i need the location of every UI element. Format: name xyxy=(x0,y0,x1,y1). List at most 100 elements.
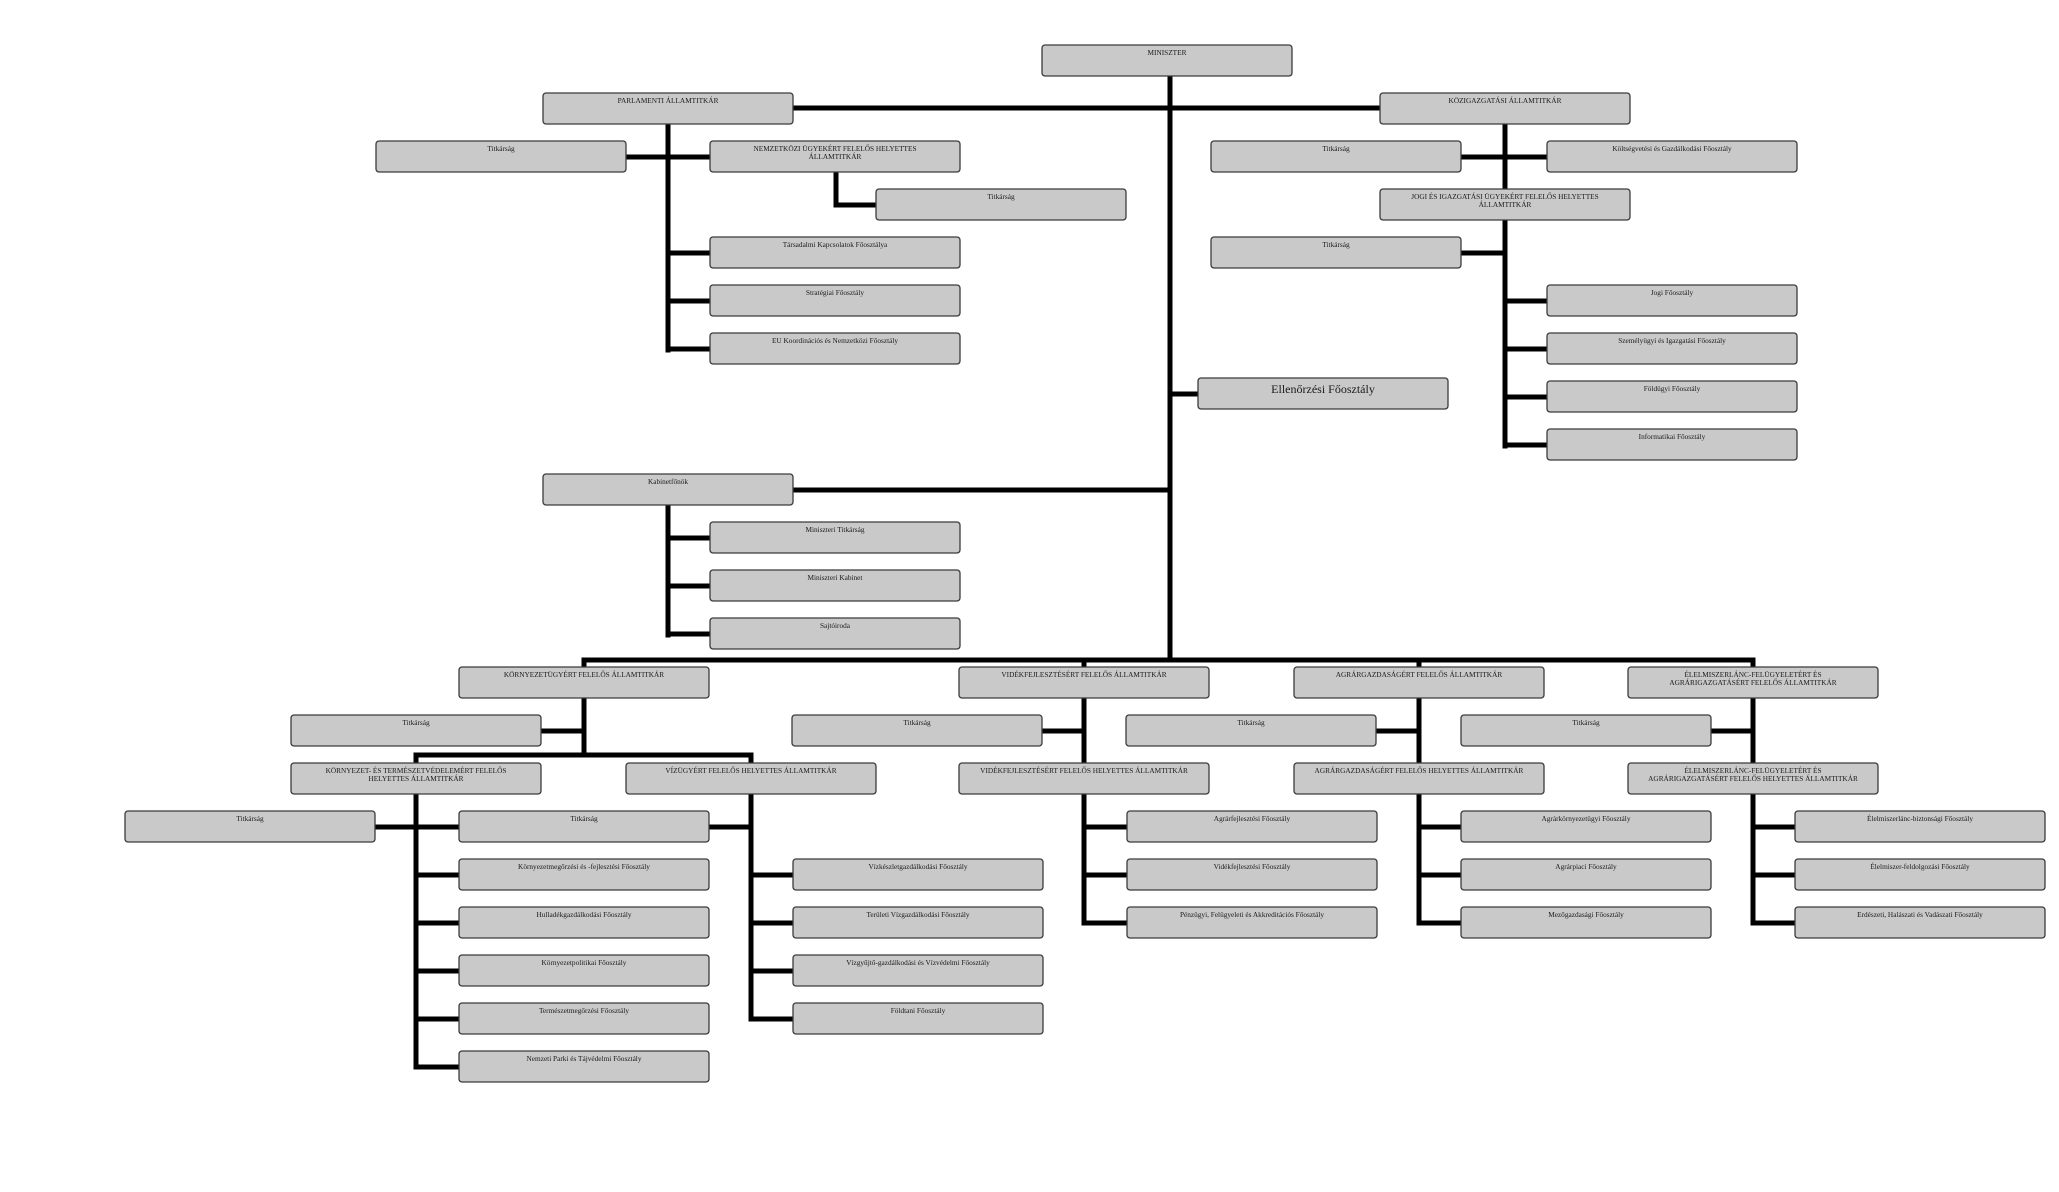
org-box-kozig-titkarsag: Titkárság xyxy=(1210,140,1462,173)
org-box-label: Agrárpiaci Főosztály xyxy=(1555,862,1617,871)
org-box-label: Nemzeti Parki és Tájvédelmi Főosztály xyxy=(527,1054,642,1063)
org-box-erdeszeti: Erdészeti, Halászati és Vadászati Főoszt… xyxy=(1794,906,2046,939)
org-box-label: Miniszteri Kabinet xyxy=(808,573,863,582)
org-box-label: Miniszteri Titkárság xyxy=(806,525,865,534)
org-box-vizugy-h: VÍZÜGYÉRT FELELŐS HELYETTES ÁLLAMTITKÁR xyxy=(625,762,877,795)
org-box-label: Jogi Főosztály xyxy=(1651,288,1694,297)
org-box-kh-titkarsag-left: Titkárság xyxy=(124,810,376,843)
org-box-kornyezet-h: KÖRNYEZET- ÉS TERMÉSZETVÉDELEMÉRT FELELŐ… xyxy=(290,762,542,795)
org-box-label: Társadalmi Kapcsolatok Főosztálya xyxy=(783,240,888,249)
org-box-frame xyxy=(458,906,710,939)
org-box-informatikai: Informatikai Főosztály xyxy=(1546,428,1798,461)
org-box-frame xyxy=(1210,236,1462,269)
org-box-label: Környezetpolitikai Főosztály xyxy=(542,958,627,967)
org-box-kabinetfonok: Kabinetfőnök xyxy=(542,473,794,506)
org-box-parl-titkarsag: Titkárság xyxy=(375,140,627,173)
org-box-korny-titkarsag: Titkárság xyxy=(290,714,542,747)
org-box-label: NEMZETKÖZI ÜGYEKÉRT FELELŐS HELYETTES xyxy=(753,143,916,153)
org-box-label: Környezetmegőrzési és -fejlesztési Főosz… xyxy=(518,862,650,871)
org-box-frame xyxy=(1125,714,1377,747)
org-box-label: AGRÁRIGAZGATÁSÉRT FELELŐS ÁLLAMTITKÁR xyxy=(1669,677,1836,687)
org-box-label: Természetmegőrzési Főosztály xyxy=(539,1006,629,1015)
org-box-label: AGRÁRGAZDASÁGÉRT FELELŐS HELYETTES ÁLLAM… xyxy=(1315,765,1524,775)
org-box-hulladek: Hulladékgazdálkodási Főosztály xyxy=(458,906,710,939)
org-box-label: Titkárság xyxy=(487,144,515,153)
org-box-kornyvedelem: Környezetmegőrzési és -fejlesztési Főosz… xyxy=(458,858,710,891)
org-box-label: Titkárság xyxy=(1237,718,1265,727)
org-box-frame xyxy=(792,906,1044,939)
org-box-frame xyxy=(458,954,710,987)
org-box-frame xyxy=(958,666,1210,699)
org-box-teruleti-viz: Területi Vízgazdálkodási Főosztály xyxy=(792,906,1044,939)
org-box-label: PARLAMENTI ÁLLAMTITKÁR xyxy=(618,95,719,105)
org-box-agrar-h: AGRÁRGAZDASÁGÉRT FELELŐS HELYETTES ÁLLAM… xyxy=(1293,762,1545,795)
org-box-label: Földügyi Főosztály xyxy=(1644,384,1701,393)
org-box-nemzeti-park: Nemzeti Parki és Tájvédelmi Főosztály xyxy=(458,1050,710,1083)
org-box-frame xyxy=(1210,140,1462,173)
org-box-frame xyxy=(1293,666,1545,699)
org-box-elel-feldolg: Élelmiszer-feldolgozási Főosztály xyxy=(1794,858,2046,891)
org-box-label: Agrárkörnyezetügyi Főosztály xyxy=(1542,814,1631,823)
org-box-frame xyxy=(1460,858,1712,891)
org-box-parlamenti: PARLAMENTI ÁLLAMTITKÁR xyxy=(542,92,794,125)
org-box-label: Mezőgazdasági Főosztály xyxy=(1548,910,1624,919)
org-box-frame xyxy=(1379,92,1631,125)
org-box-videk: VIDÉKFEJLESZTÉSÉRT FELELŐS ÁLLAMTITKÁR xyxy=(958,666,1210,699)
org-box-frame xyxy=(290,714,542,747)
org-box-eu: EU Koordinációs és Nemzetközi Főosztály xyxy=(709,332,961,365)
org-box-label: Titkárság xyxy=(402,718,430,727)
org-box-label: Személyügyi és Igazgatási Főosztály xyxy=(1618,336,1726,345)
org-box-min-kabinet: Miniszteri Kabinet xyxy=(709,569,961,602)
org-box-jogi-fo: Jogi Főosztály xyxy=(1546,284,1798,317)
org-box-jogi-titkarsag: Titkárság xyxy=(1210,236,1462,269)
org-box-strategiai: Stratégiai Főosztály xyxy=(709,284,961,317)
org-box-foldugyi: Földügyi Főosztály xyxy=(1546,380,1798,413)
org-box-label: ÉLELMISZERLÁNC-FELÜGYELETÉRT ÉS xyxy=(1684,765,1821,775)
org-box-label: VIDÉKFEJLESZTÉSÉRT FELELŐS HELYETTES ÁLL… xyxy=(980,765,1188,775)
org-box-frame xyxy=(792,954,1044,987)
org-box-label: Titkárság xyxy=(903,718,931,727)
org-box-elel-biztonsag: Élelmiszerlánc-biztonsági Főosztály xyxy=(1794,810,2046,843)
org-box-label: Agrárfejlesztési Főosztály xyxy=(1214,814,1291,823)
org-box-frame xyxy=(1794,906,2046,939)
org-box-frame xyxy=(1794,810,2046,843)
org-box-szemelyugyi: Személyügyi és Igazgatási Főosztály xyxy=(1546,332,1798,365)
org-box-label: Sajtóiroda xyxy=(820,621,851,630)
org-box-frame xyxy=(875,188,1127,221)
org-box-label: Területi Vízgazdálkodási Főosztály xyxy=(866,910,969,919)
org-box-agrar: AGRÁRGAZDASÁGÉRT FELELŐS ÁLLAMTITKÁR xyxy=(1293,666,1545,699)
org-box-label: Költségvetési és Gazdálkodási Főosztály xyxy=(1612,144,1732,153)
org-box-label: Vízgyűjtő-gazdálkodási és Vízvédelmi Főo… xyxy=(846,958,990,967)
org-box-frame xyxy=(375,140,627,173)
org-box-frame xyxy=(1546,428,1798,461)
org-box-kornyezet: KÖRNYEZETÜGYÉRT FELELŐS ÁLLAMTITKÁR xyxy=(458,666,710,699)
org-box-label: Vízkészletgazdálkodási Főosztály xyxy=(868,862,967,871)
org-box-frame xyxy=(1379,188,1631,221)
org-box-label: Titkárság xyxy=(1322,240,1350,249)
org-box-frame xyxy=(625,762,877,795)
org-box-frame xyxy=(1794,858,2046,891)
org-box-min-titkarsag: Miniszteri Titkárság xyxy=(709,521,961,554)
org-box-label: VÍZÜGYÉRT FELELŐS HELYETTES ÁLLAMTITKÁR xyxy=(665,765,836,775)
org-box-penzugyi: Pénzügyi, Felügyeleti és Akkreditációs F… xyxy=(1126,906,1378,939)
org-box-label: Titkárság xyxy=(236,814,264,823)
org-box-frame xyxy=(709,140,961,173)
org-box-label: Stratégiai Főosztály xyxy=(806,288,865,297)
org-box-label: Titkárság xyxy=(987,192,1015,201)
org-box-frame xyxy=(1041,44,1293,77)
org-box-label: Vidékfejlesztési Főosztály xyxy=(1214,862,1291,871)
org-box-frame xyxy=(458,858,710,891)
org-box-frame xyxy=(709,284,961,317)
org-box-frame xyxy=(458,1050,710,1083)
org-box-label: Élelmiszer-feldolgozási Főosztály xyxy=(1870,861,1970,871)
org-box-tarsadalmi: Társadalmi Kapcsolatok Főosztálya xyxy=(709,236,961,269)
org-box-sajtoiroda: Sajtóiroda xyxy=(709,617,961,650)
org-box-label: VIDÉKFEJLESZTÉSÉRT FELELŐS ÁLLAMTITKÁR xyxy=(1001,669,1166,679)
org-box-label: KÖZIGAZGATÁSI ÁLLAMTITKÁR xyxy=(1449,95,1562,105)
org-box-kornyezetpol: Környezetpolitikai Főosztály xyxy=(458,954,710,987)
org-box-frame xyxy=(1460,810,1712,843)
connector-lines xyxy=(373,73,1798,1070)
org-box-videk-h: VIDÉKFEJLESZTÉSÉRT FELELŐS HELYETTES ÁLL… xyxy=(958,762,1210,795)
org-box-frame xyxy=(1546,332,1798,365)
